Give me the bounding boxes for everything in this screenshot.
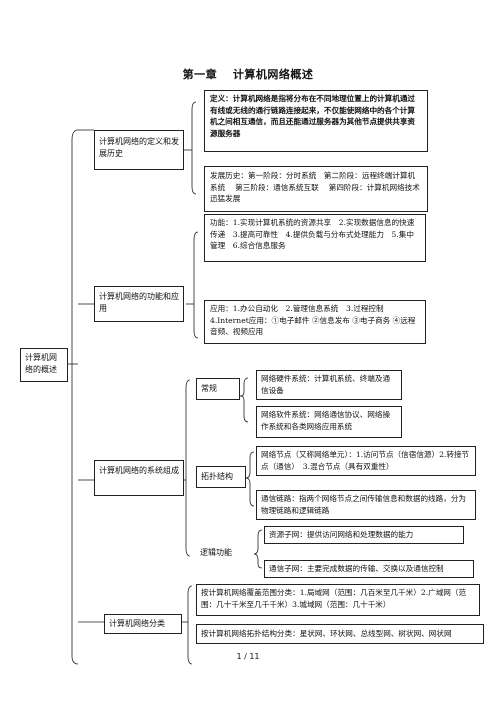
definition-text-box: 定义：计算机网络是指将分布在不同地理位置上的计算机通过有线或无线的通行链路连接起… <box>204 90 428 152</box>
nodes-text-box: 网络节点（又称网络单元）：1.访问节点（信宿信源）2.转接节点（通信） 3.混合… <box>256 446 476 476</box>
section-system-node: 计算机网络的系统组成 <box>94 460 184 496</box>
section-definition-node: 计算机网络的定义和发展历史 <box>94 130 184 170</box>
logic-node: 逻辑功能 <box>196 544 248 564</box>
by-range-text-box: 按计算机网络覆盖范围分类：1.局域网（范围：几百米至几千米）2.广域网（范围：几… <box>196 584 480 616</box>
hardware-text-box: 网络硬件系统：计算机系统、终端及通信设备 <box>256 370 402 400</box>
software-text-box: 网络软件系统：网络通信协议、网络操作系统和各类网络应用系统 <box>256 406 402 438</box>
comm-subnet-box: 通信子网：主要完成数据的传输、交换以及通信控制 <box>264 560 474 578</box>
regular-node: 常规 <box>196 378 240 400</box>
application-text-box: 应用：1.办公自动化 2.管理信息系统 3.过程控制 4.Internet应用：… <box>204 300 426 344</box>
root-node: 计算机网络的概述 <box>20 348 68 382</box>
section-classification-node: 计算机网络分类 <box>104 614 182 634</box>
page-number: 1 / 11 <box>236 652 260 661</box>
resource-subnet-box: 资源子网：提供访问网络和处理数据的能力 <box>264 526 464 544</box>
section-function-node: 计算机网络的功能和应用 <box>94 286 184 322</box>
history-text-box: 发展历史：第一阶段：分时系统 第二阶段：远程终端计算机系统 第三阶段：通信系统互… <box>204 166 428 212</box>
function-text-box: 功能：1.实现计算机系统的资源共享 2.实现数据信息的快速传递 3.提高可靠性 … <box>204 214 426 262</box>
topology-node: 拓扑结构 <box>196 466 246 488</box>
by-topology-text-box: 按计算机网络拓扑结构分类：星状网、环状网、总线型网、树状网、网状网 <box>196 624 484 644</box>
links-text-box: 通信链路：指两个网络节点之间传输信息和数据的线路，分为物理链路和逻辑链路 <box>256 490 476 520</box>
page-title: 第一章 计算机网络概述 <box>182 68 314 81</box>
